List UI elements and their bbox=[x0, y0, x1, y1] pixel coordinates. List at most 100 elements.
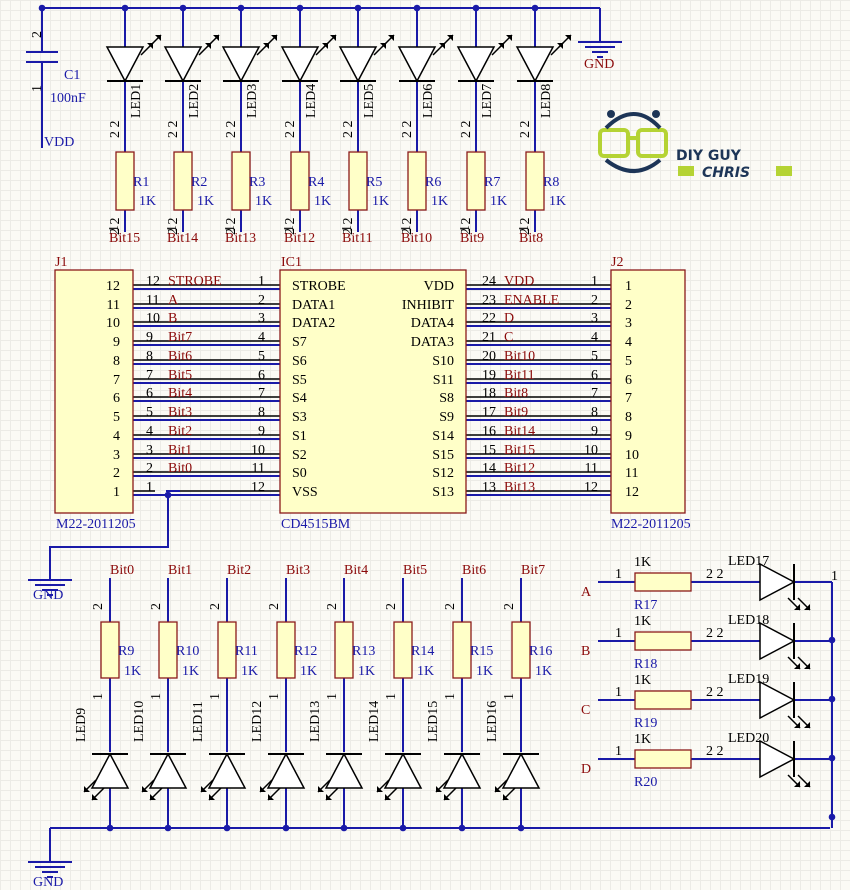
ic-left-pin-num: 2 bbox=[258, 293, 265, 308]
bottom-led-8 bbox=[494, 752, 541, 801]
ic-right-pin-num: 20 bbox=[482, 349, 496, 364]
led-arrowhead bbox=[804, 722, 810, 728]
abcd-resistor-1 bbox=[634, 572, 692, 592]
junction-dot bbox=[413, 4, 421, 12]
ic-right-pin-name: S8 bbox=[439, 391, 454, 406]
led-triangle bbox=[397, 46, 437, 83]
pin-label: 2 bbox=[267, 603, 282, 610]
j2-pin-number: 5 bbox=[625, 354, 632, 369]
abcd-res-ref: R19 bbox=[634, 716, 657, 731]
bottom-res-value: 1K bbox=[300, 664, 317, 679]
pin-label: 1 bbox=[458, 225, 473, 232]
led-arrowhead bbox=[201, 786, 207, 792]
j1-connector bbox=[54, 269, 134, 514]
right-net-label: Bit12 bbox=[504, 461, 535, 476]
top-res-value: 1K bbox=[372, 194, 389, 209]
led-arrowhead bbox=[213, 35, 219, 41]
led-arrowhead bbox=[150, 794, 156, 800]
ic-right-pin-num: 23 bbox=[482, 293, 496, 308]
ic-right-pin-name: S9 bbox=[439, 410, 454, 425]
led-triangle bbox=[207, 752, 247, 789]
top-led-label: LED3 bbox=[245, 84, 260, 118]
pin-label: 2 2 bbox=[706, 744, 724, 759]
bottom-res-ref: R13 bbox=[352, 644, 375, 659]
pin-label: 1 bbox=[443, 693, 458, 700]
abcd-led-label: LED18 bbox=[728, 613, 769, 628]
right-net-label: Bit11 bbox=[504, 368, 535, 383]
pin-label: 1 bbox=[223, 225, 238, 232]
led-arrowhead bbox=[804, 781, 810, 787]
top-led-3 bbox=[221, 34, 278, 83]
abcd-res-value: 1K bbox=[634, 555, 651, 570]
j2-pin-num-outer: 12 bbox=[584, 480, 598, 495]
logo-text-sub: CHRIS bbox=[702, 165, 750, 181]
j2-pin-number: 7 bbox=[625, 391, 632, 406]
j1-pin-number: 1 bbox=[113, 485, 120, 500]
bottom-led-label: LED14 bbox=[367, 701, 382, 742]
ic-left-pin-num: 6 bbox=[258, 368, 265, 383]
top-res-ref: R3 bbox=[249, 175, 265, 190]
ic-left-pin-num: 8 bbox=[258, 405, 265, 420]
ic1-chip bbox=[279, 269, 467, 514]
top-res-ref: R4 bbox=[308, 175, 324, 190]
bottom-res-ref: R14 bbox=[411, 644, 434, 659]
bottom-res-value: 1K bbox=[358, 664, 375, 679]
top-net-label: Bit11 bbox=[342, 231, 373, 246]
abcd-led-2 bbox=[759, 621, 811, 670]
abcd-input-label: D bbox=[581, 762, 591, 777]
j2-pin-number: 11 bbox=[625, 466, 638, 481]
top-res-ref: R6 bbox=[425, 175, 441, 190]
j1-pin-number: 4 bbox=[113, 429, 120, 444]
led-triangle bbox=[280, 46, 320, 83]
led-arrowhead bbox=[388, 35, 394, 41]
bottom-res-ref: R9 bbox=[118, 644, 134, 659]
bottom-led-label: LED13 bbox=[308, 701, 323, 742]
pin-label: 1 bbox=[149, 693, 164, 700]
right-net-label: Bit14 bbox=[504, 424, 535, 439]
bottom-led-label: LED12 bbox=[250, 701, 265, 742]
j2-pin-number: 8 bbox=[625, 410, 632, 425]
j1-pin-num-outer: 7 bbox=[146, 368, 153, 383]
abcd-resistor-4 bbox=[634, 749, 692, 769]
pin-label: 2 2 bbox=[341, 121, 356, 139]
ic-right-pin-name: S11 bbox=[433, 373, 454, 388]
bottom-led-label: LED9 bbox=[74, 708, 89, 742]
right-net-label: Bit13 bbox=[504, 480, 535, 495]
j1-pin-num-outer: 5 bbox=[146, 405, 153, 420]
j2-pin-num-outer: 10 bbox=[584, 443, 598, 458]
logo-dash-left bbox=[678, 166, 694, 176]
pin-label: 2 2 bbox=[518, 121, 533, 139]
top-led-1 bbox=[105, 34, 162, 83]
bottom-led-label: LED11 bbox=[191, 701, 206, 742]
abcd-led-label: LED20 bbox=[728, 731, 769, 746]
top-res-value: 1K bbox=[139, 194, 156, 209]
led-arrowhead bbox=[506, 35, 512, 41]
j2-pin-num-outer: 11 bbox=[585, 461, 598, 476]
pin-label: 2 2 bbox=[706, 626, 724, 641]
abcd-led-4 bbox=[759, 739, 811, 788]
led-arrowhead bbox=[794, 604, 800, 610]
top-led-6 bbox=[397, 34, 454, 83]
pin-label: 1 bbox=[502, 693, 517, 700]
j2-pin-num-outer: 7 bbox=[591, 386, 598, 401]
top-led-4 bbox=[280, 34, 337, 83]
j1-pin-num-outer: 2 bbox=[146, 461, 153, 476]
j2-pin-num-outer: 9 bbox=[591, 424, 598, 439]
ic-right-pin-name: INHIBIT bbox=[402, 298, 455, 313]
right-net-label: ENABLE bbox=[504, 293, 559, 308]
led-triangle bbox=[383, 752, 423, 789]
pin-label: 2 bbox=[384, 603, 399, 610]
glasses-left-icon bbox=[598, 128, 630, 158]
led-arrowhead bbox=[84, 786, 90, 792]
led-arrowhead bbox=[447, 35, 453, 41]
pin-label: 1 bbox=[384, 693, 399, 700]
junction-dot bbox=[38, 4, 46, 12]
j1-pin-num-outer: 10 bbox=[146, 311, 160, 326]
ic1-part: CD4515BM bbox=[281, 517, 351, 532]
vdd-label-top: VDD bbox=[44, 135, 74, 150]
left-net-label: Bit4 bbox=[168, 386, 192, 401]
pin-label: 1 bbox=[208, 693, 223, 700]
bottom-net-label: Bit6 bbox=[462, 563, 486, 578]
bottom-net-label: Bit0 bbox=[110, 563, 134, 578]
